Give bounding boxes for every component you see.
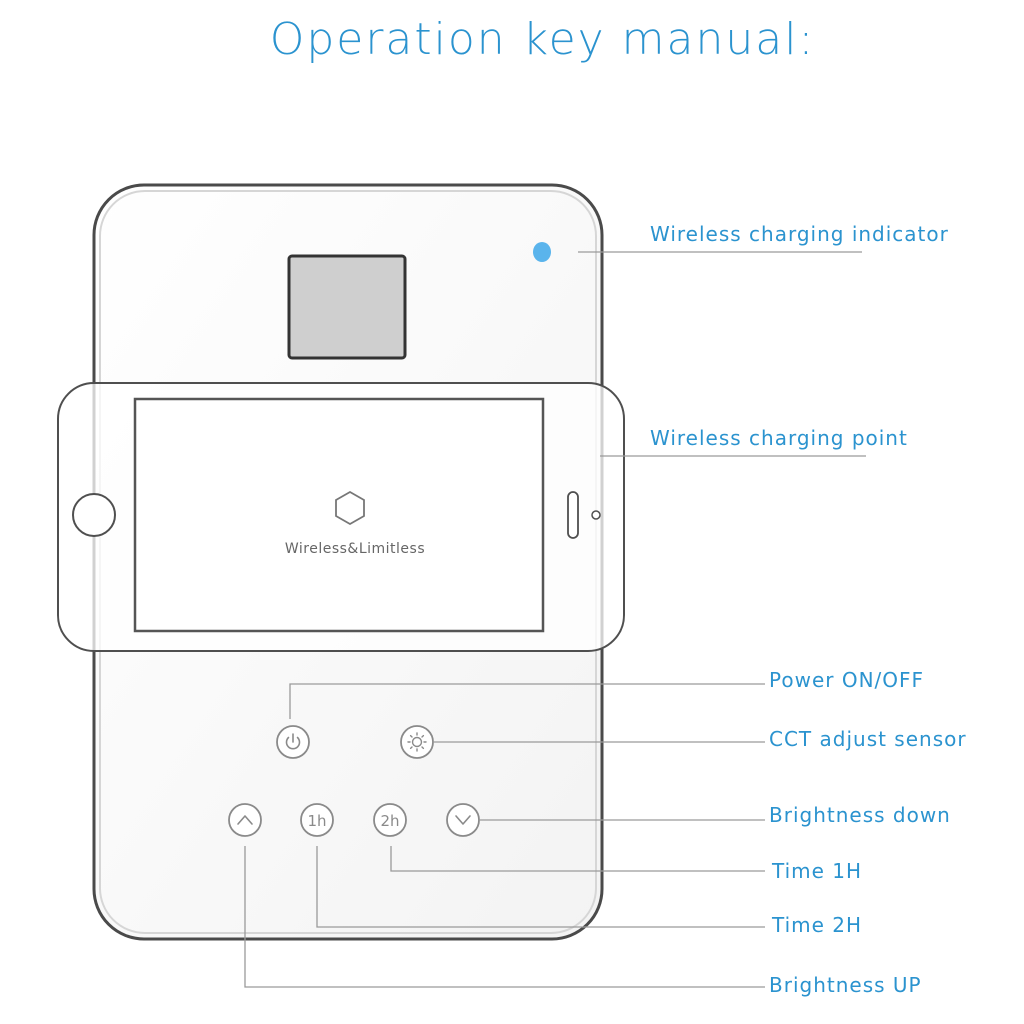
leader-power xyxy=(289,683,765,719)
power-button[interactable] xyxy=(276,725,310,759)
label-brightness-down: Brightness down xyxy=(769,803,951,827)
leader-time-1h xyxy=(390,846,765,872)
label-brightness-up: Brightness UP xyxy=(769,973,922,997)
label-time-2h: Time 2H xyxy=(772,913,863,937)
chevron-up-icon xyxy=(237,815,253,825)
page-title: Operation key manual: xyxy=(269,14,816,65)
phone-screen xyxy=(133,397,545,633)
sun-icon xyxy=(407,732,427,752)
phone-screen-text: Wireless&Limitless xyxy=(285,541,425,557)
wireless-indicator-light xyxy=(533,242,551,262)
phone-camera xyxy=(591,510,601,520)
brightness-up-button[interactable] xyxy=(228,803,262,837)
display-window xyxy=(287,254,407,360)
phone-speaker xyxy=(567,491,579,539)
label-power-on-off: Power ON/OFF xyxy=(769,668,925,692)
label-time-1h: Time 1H xyxy=(772,859,863,883)
brightness-down-button[interactable] xyxy=(446,803,480,837)
time-1h-button[interactable]: 1h xyxy=(300,803,334,837)
cct-adjust-button[interactable] xyxy=(400,725,434,759)
label-wireless-charging-indicator: Wireless charging indicator xyxy=(650,222,949,246)
label-wireless-charging-point: Wireless charging point xyxy=(650,426,908,450)
label-cct-adjust-sensor: CCT adjust sensor xyxy=(769,727,967,751)
leader-time-2h xyxy=(316,846,765,928)
chevron-down-icon xyxy=(455,815,471,825)
time-2h-key-label: 2h xyxy=(380,812,399,830)
leader-brightness-up xyxy=(244,846,765,988)
power-icon xyxy=(285,733,301,750)
hexagon-logo-icon xyxy=(335,490,365,526)
time-2h-button[interactable]: 2h xyxy=(373,803,407,837)
phone-home-button xyxy=(72,493,116,537)
time-1h-key-label: 1h xyxy=(307,812,326,830)
